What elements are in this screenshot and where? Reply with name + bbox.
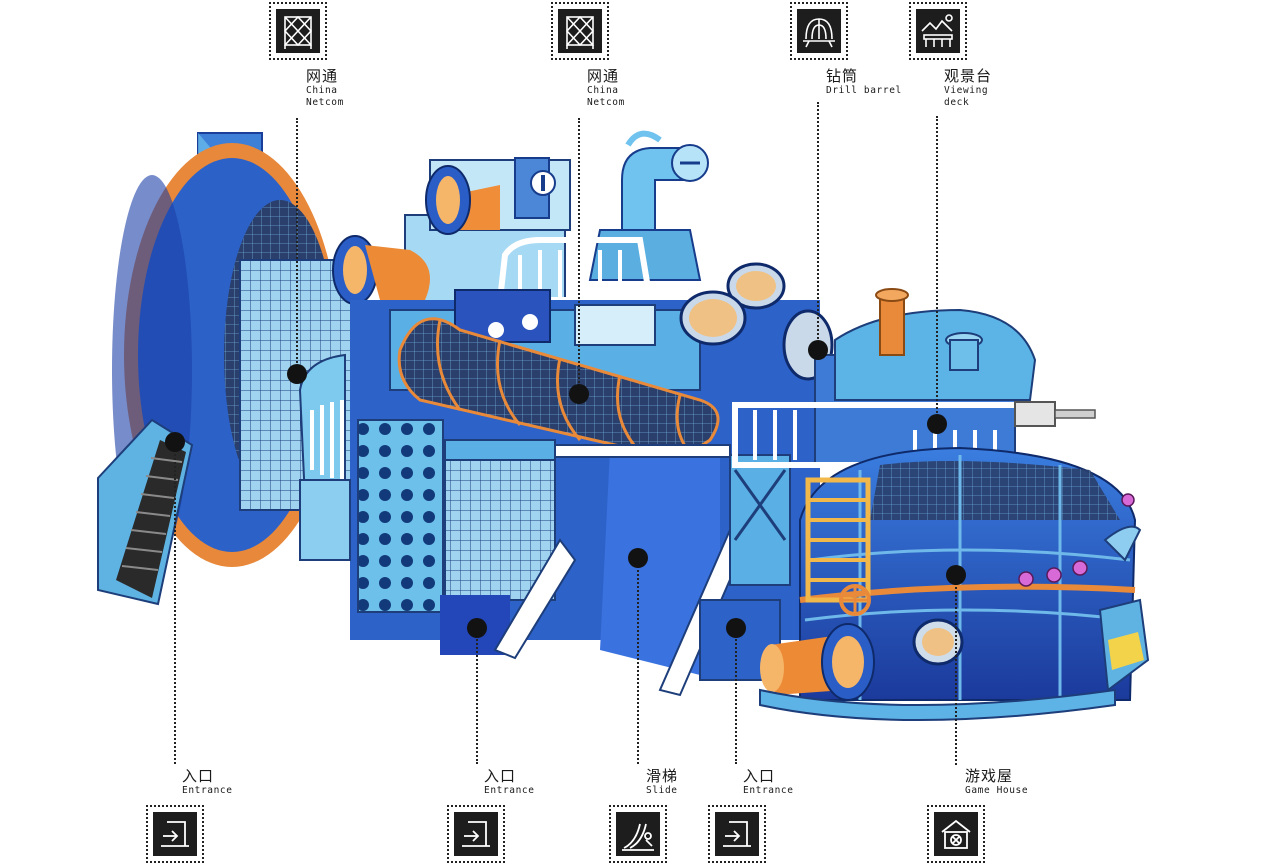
marker-dot-viewing-deck [927, 414, 947, 434]
game-house-icon [934, 812, 978, 856]
net-climb-icon [558, 9, 602, 53]
game-house-icon-box [927, 805, 985, 863]
callout-viewing-deck: 观景台 Viewing deck [944, 68, 992, 109]
callout-title: 网通 [587, 67, 620, 85]
leader-line-slide [637, 558, 639, 764]
entrance-icon-box-left [146, 805, 204, 863]
leader-line-wangtong-mid [578, 118, 580, 394]
drill-barrel-icon-box [790, 2, 848, 60]
callout-subtitle-line: Slide [646, 785, 678, 796]
callout-subtitle-line: Entrance [484, 785, 535, 796]
callout-subtitle-line: Entrance [182, 785, 233, 796]
callout-slide: 滑梯 Slide [646, 768, 678, 797]
callout-subtitle-line: Entrance [743, 785, 794, 796]
callout-title: 入口 [743, 767, 776, 785]
callout-title: 入口 [182, 767, 215, 785]
marker-dot-slide [628, 548, 648, 568]
marker-dot-drill-barrel [808, 340, 828, 360]
entrance-icon [715, 812, 759, 856]
callout-title: 观景台 [944, 67, 993, 85]
marker-dot-entrance-left [165, 432, 185, 452]
callout-title: 游戏屋 [965, 767, 1014, 785]
viewing-deck-icon [916, 9, 960, 53]
callout-subtitle-line: deck [944, 97, 970, 108]
viewing-deck-icon-box [909, 2, 967, 60]
callout-entrance-right: 入口 Entrance [743, 768, 794, 797]
callout-wangtong-left: 网通 China Netcom [306, 68, 344, 109]
marker-dot-entrance-right [726, 618, 746, 638]
marker-dot-wangtong-left [287, 364, 307, 384]
leader-line-entrance-mid [476, 628, 478, 764]
entrance-icon [454, 812, 498, 856]
callout-subtitle-line: Netcom [306, 97, 344, 108]
net-climb-icon-box-mid [551, 2, 609, 60]
callout-title: 滑梯 [646, 767, 679, 785]
callout-entrance-mid: 入口 Entrance [484, 768, 535, 797]
callout-title: 网通 [306, 67, 339, 85]
callout-game-house: 游戏屋 Game House [965, 768, 1028, 797]
drill-barrel-icon [797, 9, 841, 53]
leader-line-drill-barrel [817, 102, 819, 350]
slide-icon [616, 812, 660, 856]
callout-entrance-left: 入口 Entrance [182, 768, 233, 797]
callout-subtitle-line: Viewing [944, 85, 989, 96]
callout-title: 入口 [484, 767, 517, 785]
leader-line-wangtong-left [296, 118, 298, 374]
callout-title: 钻筒 [826, 67, 859, 85]
callout-wangtong-mid: 网通 China Netcom [587, 68, 625, 109]
leader-line-viewing-deck [936, 116, 938, 424]
callout-subtitle-line: China [587, 85, 619, 96]
callout-subtitle-line: Drill barrel [826, 85, 902, 96]
leader-line-game-house [955, 575, 957, 765]
marker-dot-game-house [946, 565, 966, 585]
marker-dot-entrance-mid [467, 618, 487, 638]
callout-drill-barrel: 钻筒 Drill barrel [826, 68, 902, 97]
entrance-icon-box-mid [447, 805, 505, 863]
marker-dot-wangtong-mid [569, 384, 589, 404]
callout-subtitle-line: Netcom [587, 97, 625, 108]
slide-icon-box [609, 805, 667, 863]
leader-line-entrance-left [174, 442, 176, 764]
net-climb-icon-box-left [269, 2, 327, 60]
entrance-icon [153, 812, 197, 856]
entrance-icon-box-right [708, 805, 766, 863]
net-climb-icon [276, 9, 320, 53]
leader-line-entrance-right [735, 628, 737, 764]
callout-subtitle-line: Game House [965, 785, 1029, 796]
callout-subtitle-line: China [306, 85, 338, 96]
